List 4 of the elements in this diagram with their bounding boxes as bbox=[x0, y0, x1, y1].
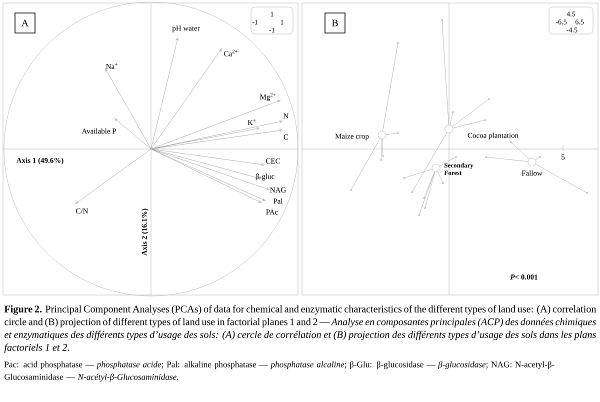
figure-caption: Figure 2. Principal Component Analyses (PCAs) of data for chemical and enzymatic characteristics of the different types of land use: (A) correlation circle and (B) projection of different types of land use in factorial planes 1 and 2 —Analyse en composantes principales (ACP) des données chimiques et enzymatiques des différents types d’usage des sols: (A) cercle de corrélation et (B) projection des différents types d’usage des sols dans les plans factoriels 1 et 2. bbox=[4, 305, 596, 353]
panel-letter-box: B bbox=[324, 12, 346, 34]
abbreviation-note: Pac: acid phosphatase — phosphatase acide; Pal: alkaline phosphatase — phosphatase alcaline; β-Glu: β-glucosidase — β-glucosidase; NAG: N-acetyl-β-Glucosaminidase — N-acétyl-β-Glucosaminidase. bbox=[4, 361, 554, 382]
panel-letter-box: A bbox=[14, 12, 36, 34]
